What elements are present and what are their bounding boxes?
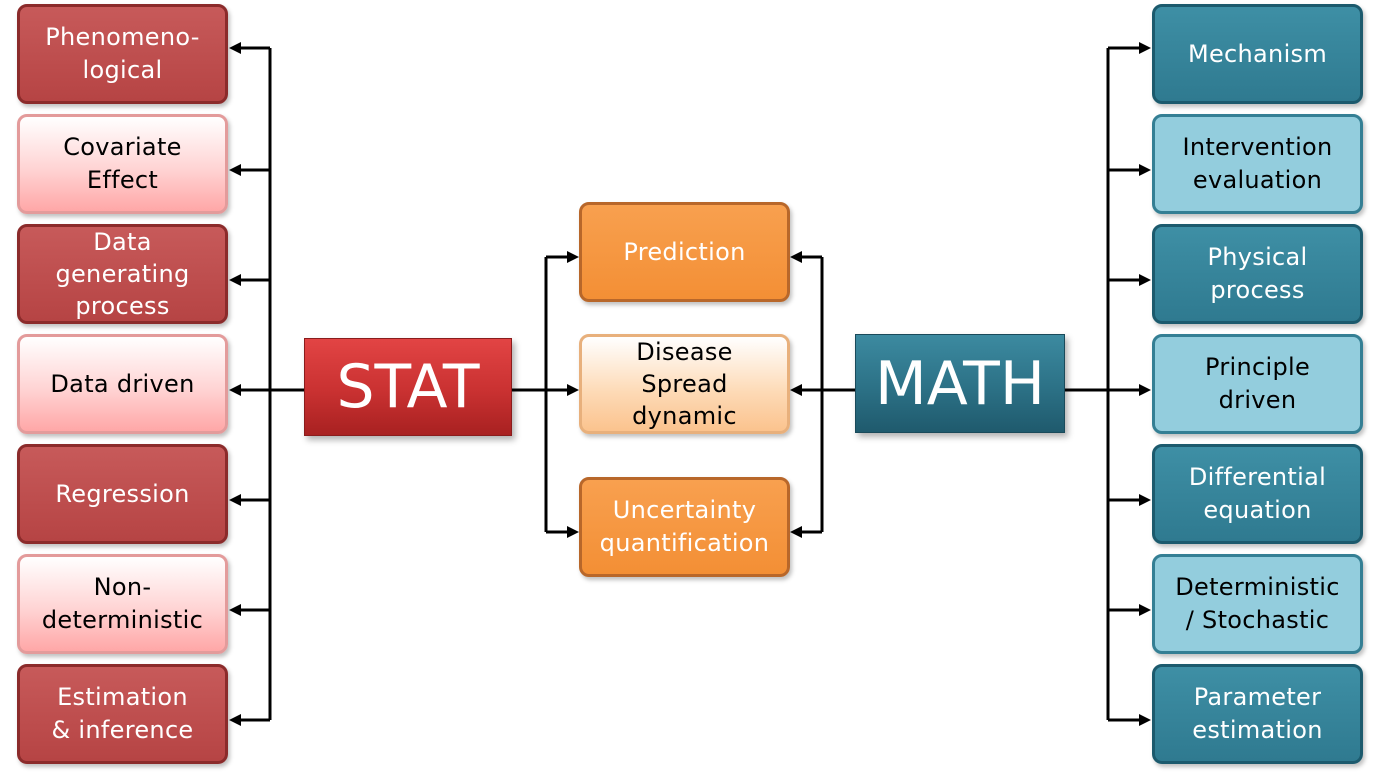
stat-item-data-driven: Data driven xyxy=(17,334,228,434)
stat-arrowhead-5 xyxy=(229,604,241,616)
math-item-principle-driven: Principle driven xyxy=(1152,334,1363,434)
center-right-arrowhead-bottom xyxy=(790,526,802,538)
stat-item-data-generating-process: Data generating process xyxy=(17,224,228,324)
stat-item-non-deterministic: Non- deterministic xyxy=(17,554,228,654)
stat-item-covariate-effect: Covariate Effect xyxy=(17,114,228,214)
math-arrowhead-6 xyxy=(1139,714,1151,726)
stat-item-regression: Regression xyxy=(17,444,228,544)
stat-arrowhead-3 xyxy=(229,384,241,396)
math-item-intervention-evaluation: Intervention evaluation xyxy=(1152,114,1363,214)
stat-arrowhead-0 xyxy=(229,42,241,54)
math-arrowhead-3 xyxy=(1139,384,1151,396)
stat-arrowhead-4 xyxy=(229,494,241,506)
center-right-arrowhead-top xyxy=(790,251,802,263)
center-left-arrowhead-bottom xyxy=(567,526,579,538)
center-item-prediction: Prediction xyxy=(579,202,790,302)
math-item-differential-equation: Differential equation xyxy=(1152,444,1363,544)
math-arrowhead-4 xyxy=(1139,494,1151,506)
math-arrowhead-5 xyxy=(1139,604,1151,616)
stat-arrowhead-6 xyxy=(229,714,241,726)
math-item-mechanism: Mechanism xyxy=(1152,4,1363,104)
math-arrowhead-1 xyxy=(1139,164,1151,176)
center-item-uncertainty-quantification: Uncertainty quantification xyxy=(579,477,790,577)
math-item-deterministic-stochastic: Deterministic / Stochastic xyxy=(1152,554,1363,654)
center-left-arrowhead-mid xyxy=(567,384,579,396)
math-item-parameter-estimation: Parameter estimation xyxy=(1152,664,1363,764)
stat-arrowhead-1 xyxy=(229,164,241,176)
math-arrowhead-0 xyxy=(1139,42,1151,54)
math-hub: MATH xyxy=(855,334,1065,433)
stat-item-phenomenological: Phenomeno- logical xyxy=(17,4,228,104)
center-item-disease-spread-dynamic: Disease Spread dynamic xyxy=(579,334,790,434)
stat-arrowhead-2 xyxy=(229,274,241,286)
stat-item-estimation-inference: Estimation & inference xyxy=(17,664,228,764)
stat-hub: STAT xyxy=(304,338,512,436)
math-item-physical-process: Physical process xyxy=(1152,224,1363,324)
math-arrowhead-2 xyxy=(1139,274,1151,286)
center-left-arrowhead-top xyxy=(567,251,579,263)
center-right-arrowhead-mid xyxy=(790,384,802,396)
